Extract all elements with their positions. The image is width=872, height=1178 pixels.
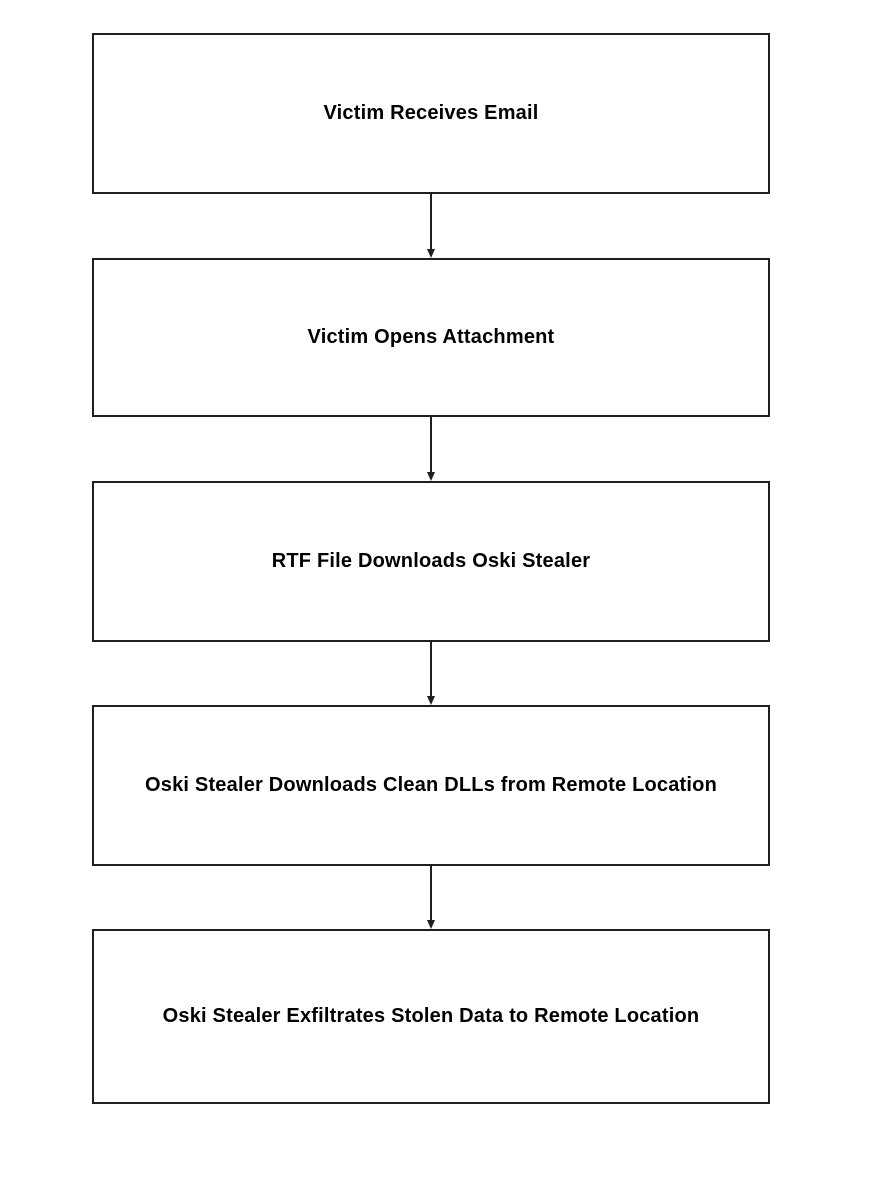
connector-3	[425, 642, 437, 705]
arrow-line	[430, 194, 432, 250]
flow-node-victim-opens-attachment: Victim Opens Attachment	[92, 258, 770, 417]
flow-node-oski-downloads-dlls: Oski Stealer Downloads Clean DLLs from R…	[92, 705, 770, 866]
arrow-down-icon	[427, 249, 435, 258]
connector-4	[425, 866, 437, 929]
node-label: Oski Stealer Exfiltrates Stolen Data to …	[162, 1005, 700, 1027]
connector-1	[425, 194, 437, 258]
flow-node-oski-exfiltrates-data: Oski Stealer Exfiltrates Stolen Data to …	[92, 929, 770, 1104]
flow-node-rtf-downloads-oski: RTF File Downloads Oski Stealer	[92, 481, 770, 642]
node-label: Victim Opens Attachment	[307, 326, 555, 348]
flow-node-victim-receives-email: Victim Receives Email	[92, 33, 770, 194]
arrow-line	[430, 866, 432, 921]
node-label: Victim Receives Email	[323, 102, 539, 124]
connector-2	[425, 417, 437, 481]
arrow-line	[430, 642, 432, 697]
node-label: Oski Stealer Downloads Clean DLLs from R…	[144, 774, 718, 796]
arrow-down-icon	[427, 920, 435, 929]
arrow-down-icon	[427, 472, 435, 481]
node-label: RTF File Downloads Oski Stealer	[271, 550, 591, 572]
arrow-line	[430, 417, 432, 473]
arrow-down-icon	[427, 696, 435, 705]
